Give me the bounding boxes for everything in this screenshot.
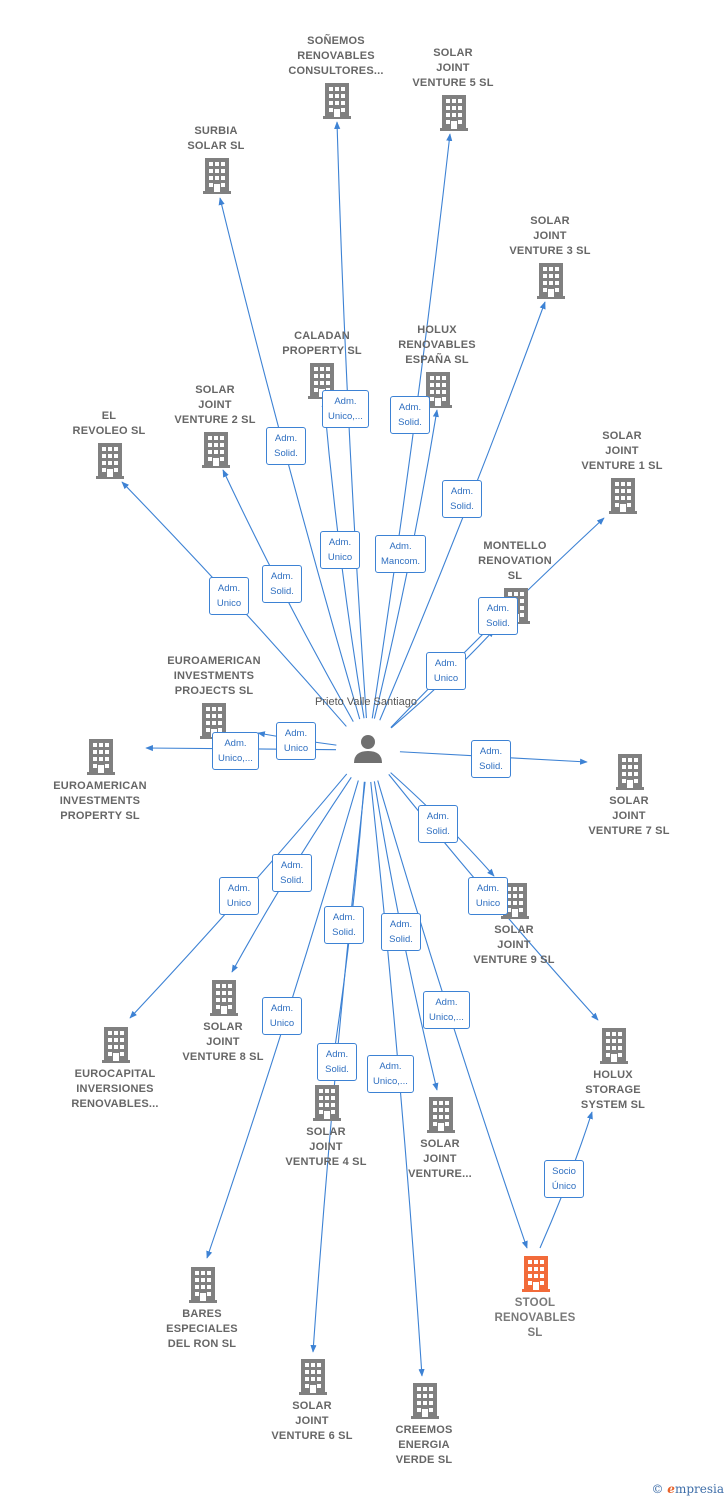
brand-logo: © empresia — [651, 1482, 724, 1496]
company-name-sjv9[interactable]: SOLAR JOINT VENTURE 9 SL — [473, 924, 555, 966]
building-icon-surbia[interactable] — [203, 158, 231, 194]
company-name-europrop[interactable]: EUROAMERICAN INVESTMENTS PROPERTY SL — [53, 780, 147, 822]
nodes-layer — [87, 83, 644, 1419]
building-icon-revoleo[interactable] — [96, 443, 124, 479]
company-name-sjv4[interactable]: SOLAR JOINT VENTURE 4 SL — [285, 1126, 367, 1168]
building-icon-holux_st[interactable] — [600, 1028, 628, 1064]
relation-label-holux_st[interactable]: Adm. Unico — [468, 877, 508, 915]
company-name-sjv2[interactable]: SOLAR JOINT VENTURE 2 SL — [174, 384, 256, 426]
building-icon-eurocap[interactable] — [102, 1027, 130, 1063]
relation-label-bares[interactable]: Adm. Unico — [262, 997, 302, 1035]
relation-label-sjv9[interactable]: Adm. Solid. — [418, 805, 458, 843]
relation-label-euroinv[interactable]: Adm. Unico — [276, 722, 316, 760]
company-name-sonemos[interactable]: SOÑEMOS RENOVABLES CONSULTORES... — [288, 35, 384, 77]
building-icon-sjv8[interactable] — [210, 980, 238, 1016]
company-name-montello[interactable]: MONTELLO RENOVATION SL — [478, 540, 552, 582]
company-name-sjv1[interactable]: SOLAR JOINT VENTURE 1 SL — [581, 430, 663, 472]
company-name-sjvx[interactable]: SOLAR JOINT VENTURE... — [408, 1138, 472, 1180]
building-icon-bares[interactable] — [189, 1267, 217, 1303]
company-name-stool[interactable]: STOOL RENOVABLES SL — [494, 1297, 576, 1339]
relation-label-sjvx[interactable]: Adm. Solid. — [381, 913, 421, 951]
person-icon[interactable] — [354, 735, 382, 763]
company-name-sjv3[interactable]: SOLAR JOINT VENTURE 3 SL — [509, 215, 591, 257]
relation-label-secondary-0[interactable]: Socio Único — [544, 1160, 584, 1198]
company-name-caladan[interactable]: CALADAN PROPERTY SL — [282, 330, 362, 357]
building-icon-sjv7[interactable] — [616, 754, 644, 790]
center-person-name[interactable]: Prieto Valle Santiago — [315, 696, 417, 708]
relation-label-mancom[interactable]: Adm. Mancom. — [375, 535, 427, 573]
company-name-holux_esp[interactable]: HOLUX RENOVABLES ESPAÑA SL — [398, 324, 476, 366]
building-icon-creemos[interactable] — [411, 1383, 439, 1419]
relation-label-montello[interactable]: Adm. Unico — [426, 652, 466, 690]
building-icon-stool[interactable] — [522, 1256, 550, 1292]
relation-label-montello_solid[interactable]: Adm. Solid. — [478, 597, 518, 635]
company-name-eurocap[interactable]: EUROCAPITAL INVERSIONES RENOVABLES... — [71, 1068, 159, 1110]
relation-label-caladan_unico[interactable]: Adm. Unico — [320, 531, 360, 569]
relation-label-holux_esp[interactable]: Adm. Solid. — [390, 396, 430, 434]
company-name-surbia[interactable]: SURBIA SOLAR SL — [187, 125, 245, 152]
relation-label-eurocap[interactable]: Adm. Unico — [219, 877, 259, 915]
building-icon-sjv3[interactable] — [537, 263, 565, 299]
building-icon-sjv2[interactable] — [202, 432, 230, 468]
building-icon-sjv6[interactable] — [299, 1359, 327, 1395]
relation-label-sjv4[interactable]: Adm. Solid. — [324, 906, 364, 944]
relation-label-surbia[interactable]: Adm. Solid. — [266, 427, 306, 465]
building-icon-sonemos[interactable] — [323, 83, 351, 119]
building-icon-sjvx[interactable] — [427, 1097, 455, 1133]
relation-label-sjv8[interactable]: Adm. Solid. — [272, 854, 312, 892]
company-name-sjv6[interactable]: SOLAR JOINT VENTURE 6 SL — [271, 1400, 353, 1442]
company-name-euroinv[interactable]: EUROAMERICAN INVESTMENTS PROJECTS SL — [167, 655, 261, 697]
company-name-bares[interactable]: BARES ESPECIALES DEL RON SL — [166, 1308, 238, 1350]
building-icon-sjv5[interactable] — [440, 95, 468, 131]
relation-label-caladan[interactable]: Adm. Unico,... — [322, 390, 369, 428]
company-name-revoleo[interactable]: EL REVOLEO SL — [72, 410, 146, 437]
relation-label-sjv3[interactable]: Adm. Solid. — [442, 480, 482, 518]
building-icon-sjv1[interactable] — [609, 478, 637, 514]
company-name-creemos[interactable]: CREEMOS ENERGIA VERDE SL — [395, 1424, 453, 1466]
relation-label-revoleo[interactable]: Adm. Unico — [209, 577, 249, 615]
company-name-sjv7[interactable]: SOLAR JOINT VENTURE 7 SL — [588, 795, 670, 837]
relation-label-sjv7[interactable]: Adm. Solid. — [471, 740, 511, 778]
building-icon-europrop[interactable] — [87, 739, 115, 775]
company-name-sjv5[interactable]: SOLAR JOINT VENTURE 5 SL — [412, 47, 494, 89]
edges-layer — [121, 121, 605, 1377]
brand-initial: e — [667, 1482, 675, 1496]
company-name-sjv8[interactable]: SOLAR JOINT VENTURE 8 SL — [182, 1021, 264, 1063]
brand-name: mpresia — [674, 1482, 724, 1496]
building-icon-sjv4[interactable] — [313, 1085, 341, 1121]
copyright-symbol: © — [651, 1482, 664, 1496]
relation-label-creemos[interactable]: Adm. Unico,... — [367, 1055, 414, 1093]
company-name-holux_st[interactable]: HOLUX STORAGE SYSTEM SL — [580, 1069, 646, 1111]
relation-label-sjv6[interactable]: Adm. Solid. — [317, 1043, 357, 1081]
relation-label-stool[interactable]: Adm. Unico,... — [423, 991, 470, 1029]
relation-label-sjv2[interactable]: Adm. Solid. — [262, 565, 302, 603]
relation-label-europrop[interactable]: Adm. Unico,... — [212, 732, 259, 770]
